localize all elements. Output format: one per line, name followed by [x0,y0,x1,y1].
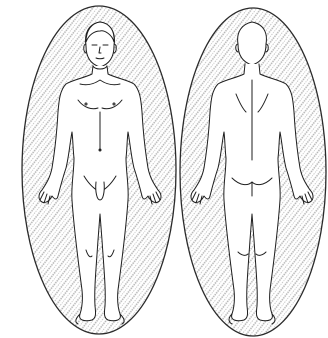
front-view [22,6,176,334]
back-view [180,8,326,336]
